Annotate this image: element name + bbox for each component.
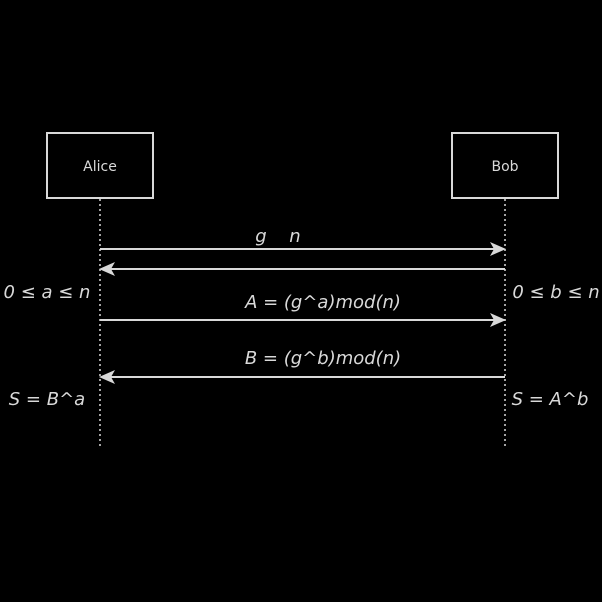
actor-bob: Bob xyxy=(451,132,559,199)
param-g-label: g xyxy=(255,226,266,247)
message-params-ack xyxy=(99,262,505,276)
message-a-to-bob xyxy=(100,313,506,327)
actor-alice-label: Alice xyxy=(83,159,117,175)
actor-alice-box xyxy=(46,132,154,199)
arrowhead-left xyxy=(99,370,115,384)
arrowhead-left xyxy=(99,262,115,276)
arrowhead-right xyxy=(490,313,506,327)
message-a-label: A = (g^a)mod(n) xyxy=(244,292,401,313)
note-bob-secret: S = A^b xyxy=(512,389,589,410)
actor-bob-box xyxy=(451,132,559,199)
actor-alice: Alice xyxy=(46,132,154,199)
message-params-to-bob xyxy=(100,242,506,256)
message-b-to-alice xyxy=(99,370,505,384)
note-bob-range: 0 ≤ b ≤ n xyxy=(512,282,599,303)
note-alice-secret: S = B^a xyxy=(9,389,85,410)
actor-bob-label: Bob xyxy=(491,159,518,175)
param-n-label: n xyxy=(289,226,300,247)
arrowhead-right xyxy=(490,242,506,256)
message-b-label: B = (g^b)mod(n) xyxy=(245,348,401,369)
note-alice-range: 0 ≤ a ≤ n xyxy=(4,282,91,303)
